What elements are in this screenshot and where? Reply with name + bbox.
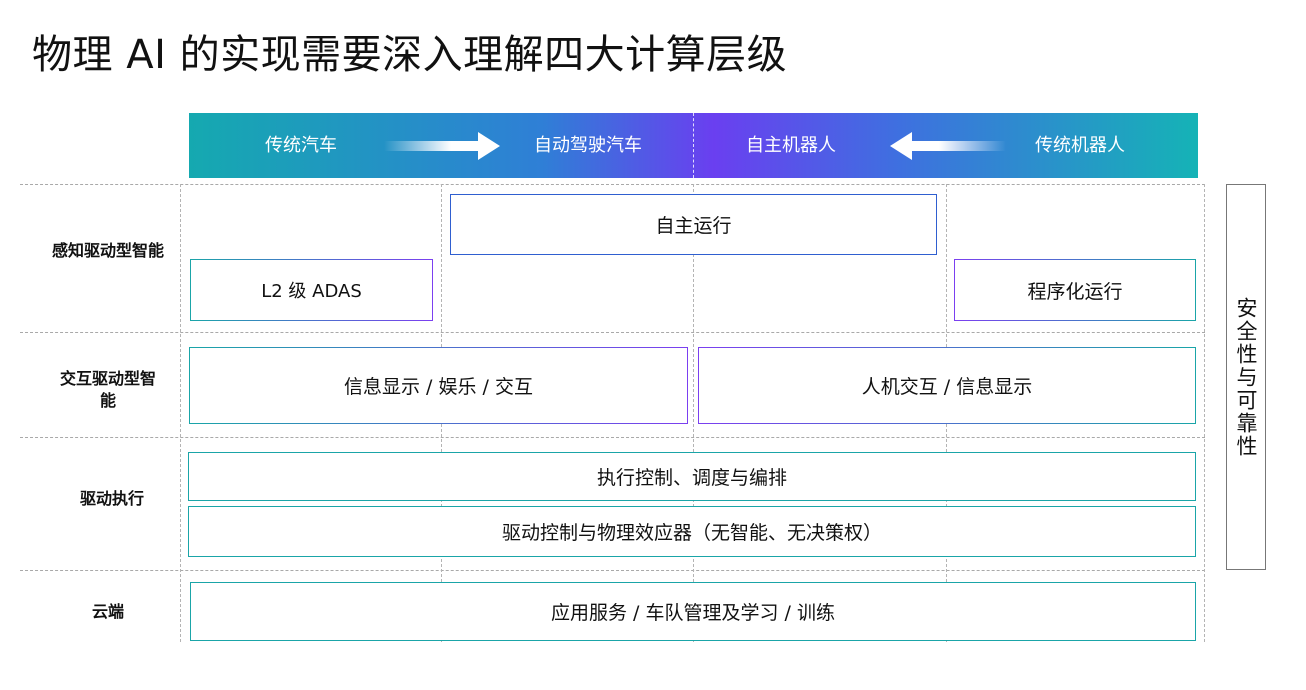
column-divider [1204, 184, 1205, 642]
header-autonomous-robot: 自主机器人 [746, 135, 836, 156]
header-traditional-robot: 传统机器人 [1035, 135, 1125, 156]
box-autonomous-operation: 自主运行 [450, 194, 937, 255]
box-drive-control: 驱动控制与物理效应器（无智能、无决策权） [188, 506, 1196, 557]
row-label-perception: 感知驱动型智能 [51, 241, 164, 260]
arrow-left-icon [890, 132, 1006, 160]
header-divider [693, 113, 694, 178]
row-divider [20, 437, 1205, 438]
row-divider [20, 184, 1205, 185]
box-programmed-operation: 程序化运行 [954, 259, 1196, 321]
header-traditional-car: 传统汽车 [265, 135, 337, 156]
box-l2-adas: L2 级 ADAS [190, 259, 433, 321]
row-label-actuation: 驱动执行 [80, 489, 145, 508]
box-hmi-info-display: 人机交互 / 信息显示 [698, 347, 1196, 424]
column-divider [180, 184, 181, 642]
arrow-right-icon [384, 132, 500, 160]
header-autonomous-car: 自动驾驶汽车 [534, 135, 642, 156]
box-execution-control: 执行控制、调度与编排 [188, 452, 1196, 501]
box-info-display-entertainment: 信息显示 / 娱乐 / 交互 [189, 347, 688, 424]
row-label-interaction: 交互驱动型智能 [59, 369, 156, 410]
row-label-cloud: 云端 [91, 602, 124, 621]
safety-reliability-panel: 安全性与可靠性 [1226, 184, 1266, 570]
column-divider [693, 184, 694, 642]
row-divider [20, 570, 1205, 571]
safety-reliability-label: 安全性与可靠性 [1234, 296, 1258, 458]
category-header-bar: 传统汽车 自动驾驶汽车 自主机器人 传统机器人 [189, 113, 1198, 178]
row-divider [20, 332, 1205, 333]
box-cloud-services: 应用服务 / 车队管理及学习 / 训练 [190, 582, 1196, 641]
page-title: 物理 AI 的实现需要深入理解四大计算层级 [32, 32, 788, 78]
